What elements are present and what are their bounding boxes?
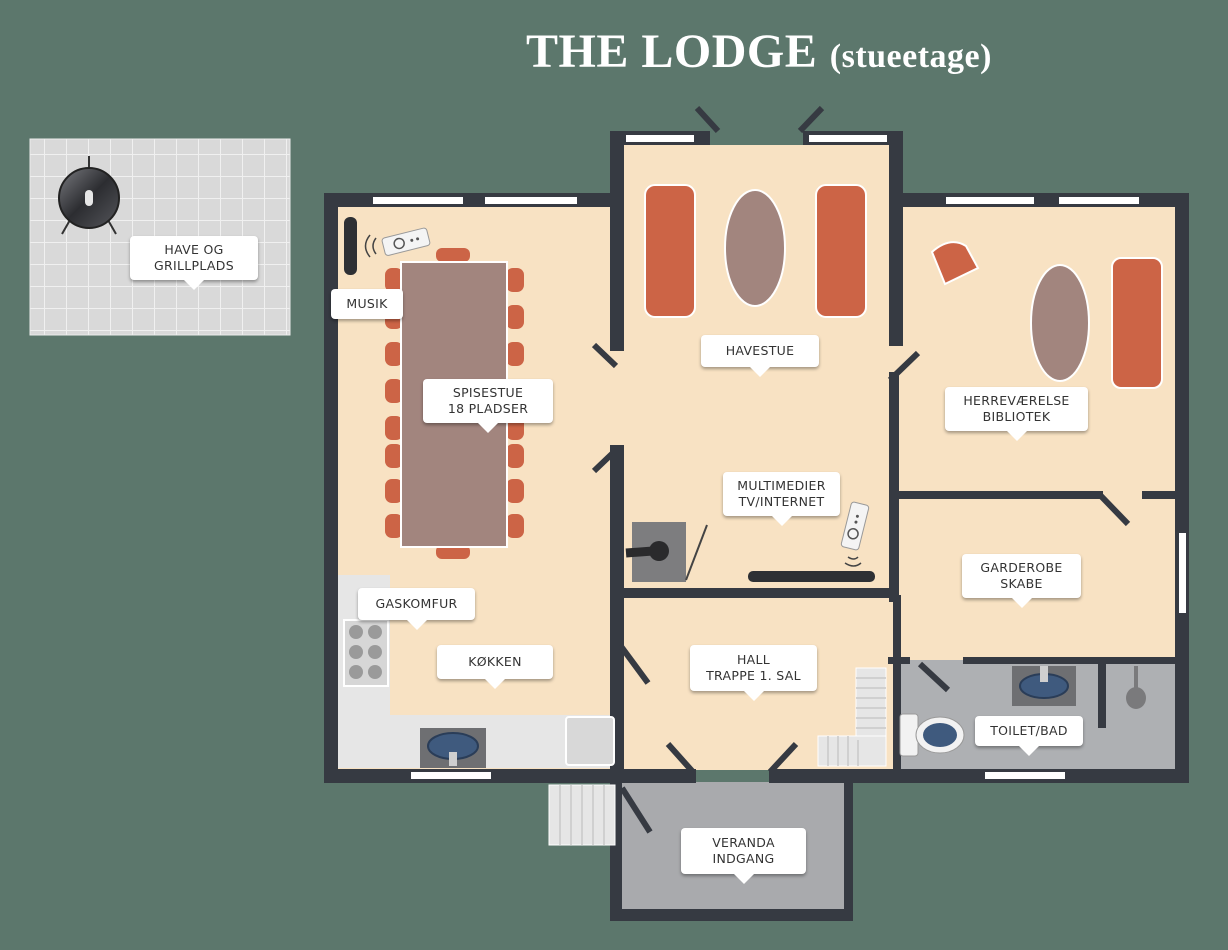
soundbar-icon: [748, 556, 875, 582]
media-label: MULTIMEDIER TV/INTERNET: [723, 472, 840, 526]
sink-icon: [420, 728, 486, 768]
appliance-box: [565, 716, 615, 766]
dining-label: SPISESTUE 18 PLADSER: [423, 379, 553, 433]
shower-icon: [1126, 666, 1146, 709]
staircase-icon: [548, 784, 616, 846]
toilet-icon: [899, 713, 965, 757]
title-main: THE LODGE: [526, 25, 818, 78]
doors: [591, 105, 1131, 834]
remote-icon: [840, 501, 870, 551]
veranda-label: VERANDA INDGANG: [681, 828, 806, 884]
staircase-icon: [817, 667, 887, 767]
study-furniture: [930, 241, 1163, 389]
stove-label: GASKOMFUR: [358, 588, 475, 630]
music-label: MUSIK: [331, 289, 403, 319]
speaker-icon: [344, 217, 377, 275]
wardrobe-label: GARDEROBE SKABE: [962, 554, 1081, 608]
title-sub: (stueetage): [829, 38, 992, 75]
garden-label: HAVE OG GRILLPLADS: [130, 236, 258, 290]
garden-room-label: HAVESTUE: [701, 335, 819, 377]
remote-icon: [381, 227, 431, 256]
sink-icon: [1012, 666, 1076, 706]
study-label: HERREVÆRELSE BIBLIOTEK: [945, 387, 1088, 441]
hall-label: HALL TRAPPE 1. SAL: [690, 645, 817, 701]
bathroom-label: TOILET/BAD: [975, 716, 1083, 756]
windows: [371, 133, 1188, 781]
stove-icon: [343, 619, 389, 687]
garden-room-furniture: [644, 184, 867, 318]
kitchen-label: KØKKEN: [437, 645, 553, 689]
page-title: THE LODGE (stueetage): [0, 24, 1228, 79]
grill-icon: [58, 156, 120, 235]
fireplace-icon: [625, 522, 708, 582]
